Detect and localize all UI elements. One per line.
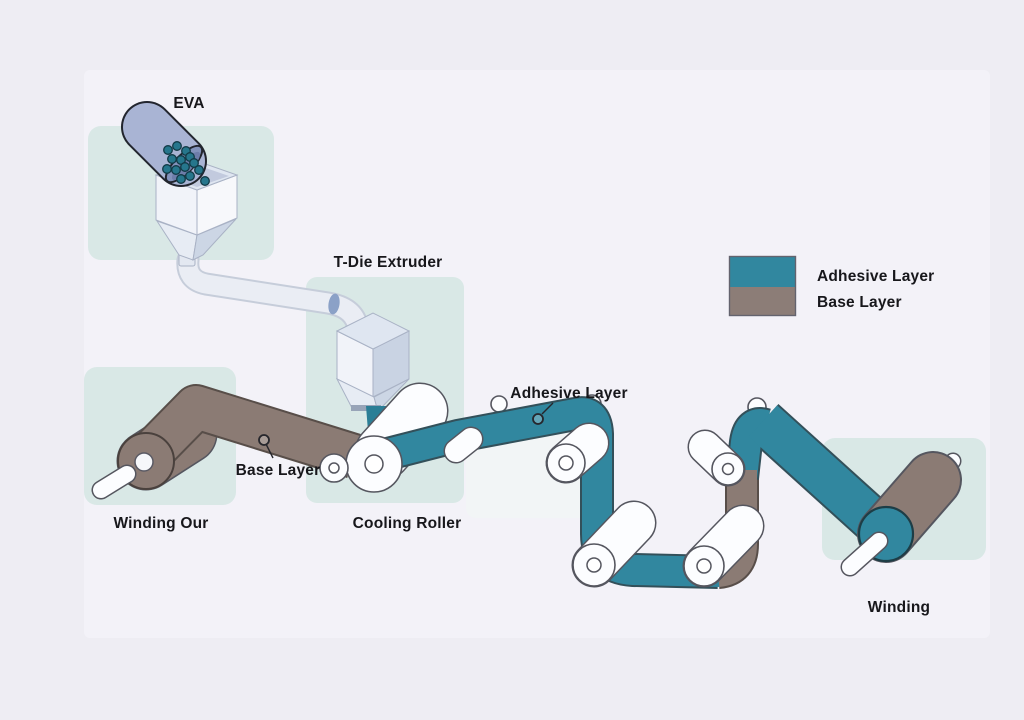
legend-label-adhesive: Adhesive Layer: [817, 268, 934, 285]
legend-swatch-base: [730, 287, 795, 315]
label-adhesive-layer: Adhesive Layer: [510, 385, 627, 402]
idler-roller-1: [490, 395, 508, 413]
labels: EVA T-Die Extruder Adhesive Layer Base L…: [113, 95, 930, 616]
winding-roll: [840, 451, 962, 577]
base-layer-web: [91, 384, 361, 500]
label-winding-out: Winding Our: [113, 515, 208, 532]
base-marker: [258, 434, 270, 446]
legend-swatch-adhesive: [730, 257, 795, 287]
bottom-roller-left-hub: [586, 557, 602, 573]
cooling-rollers: [319, 435, 403, 493]
extruder-top: [335, 312, 411, 350]
bottom-roller-right-hub: [696, 558, 712, 574]
t-die-slot: [351, 405, 381, 411]
feed-pipe-body: [178, 250, 369, 350]
nip-idler-hub: [328, 462, 340, 474]
callouts: [258, 402, 554, 459]
winding-out-shaft: [93, 466, 135, 498]
label-base-layer: Base Layer: [236, 462, 321, 479]
legend: Adhesive Layer Base Layer: [728, 255, 934, 317]
mid-roller-hub: [558, 455, 574, 471]
bucket-body: [123, 103, 205, 185]
label-winding: Winding: [868, 599, 930, 616]
label-eva: EVA: [173, 95, 204, 112]
base-leader-line: [265, 443, 274, 459]
upper-roller-hub: [721, 462, 735, 476]
middle-rollers: [443, 422, 765, 588]
label-cooling-roller: Cooling Roller: [353, 515, 462, 532]
winding-shaft-front: [842, 533, 887, 575]
label-t-die-extruder: T-Die Extruder: [334, 254, 443, 271]
legend-label-base: Base Layer: [817, 294, 902, 311]
eva-feed-station: [121, 101, 239, 267]
pipe-coupling-ring: [328, 293, 340, 315]
winding-out-shaft-end: [134, 452, 154, 472]
legend-swatch-border: [728, 255, 797, 317]
adhesive-marker: [532, 413, 544, 425]
cooling-roller-hub: [364, 454, 384, 474]
small-roller: [445, 428, 482, 462]
eva-pellets: [162, 141, 210, 186]
adhesive-leader-line: [541, 402, 554, 415]
feed-pipe: [176, 248, 371, 352]
